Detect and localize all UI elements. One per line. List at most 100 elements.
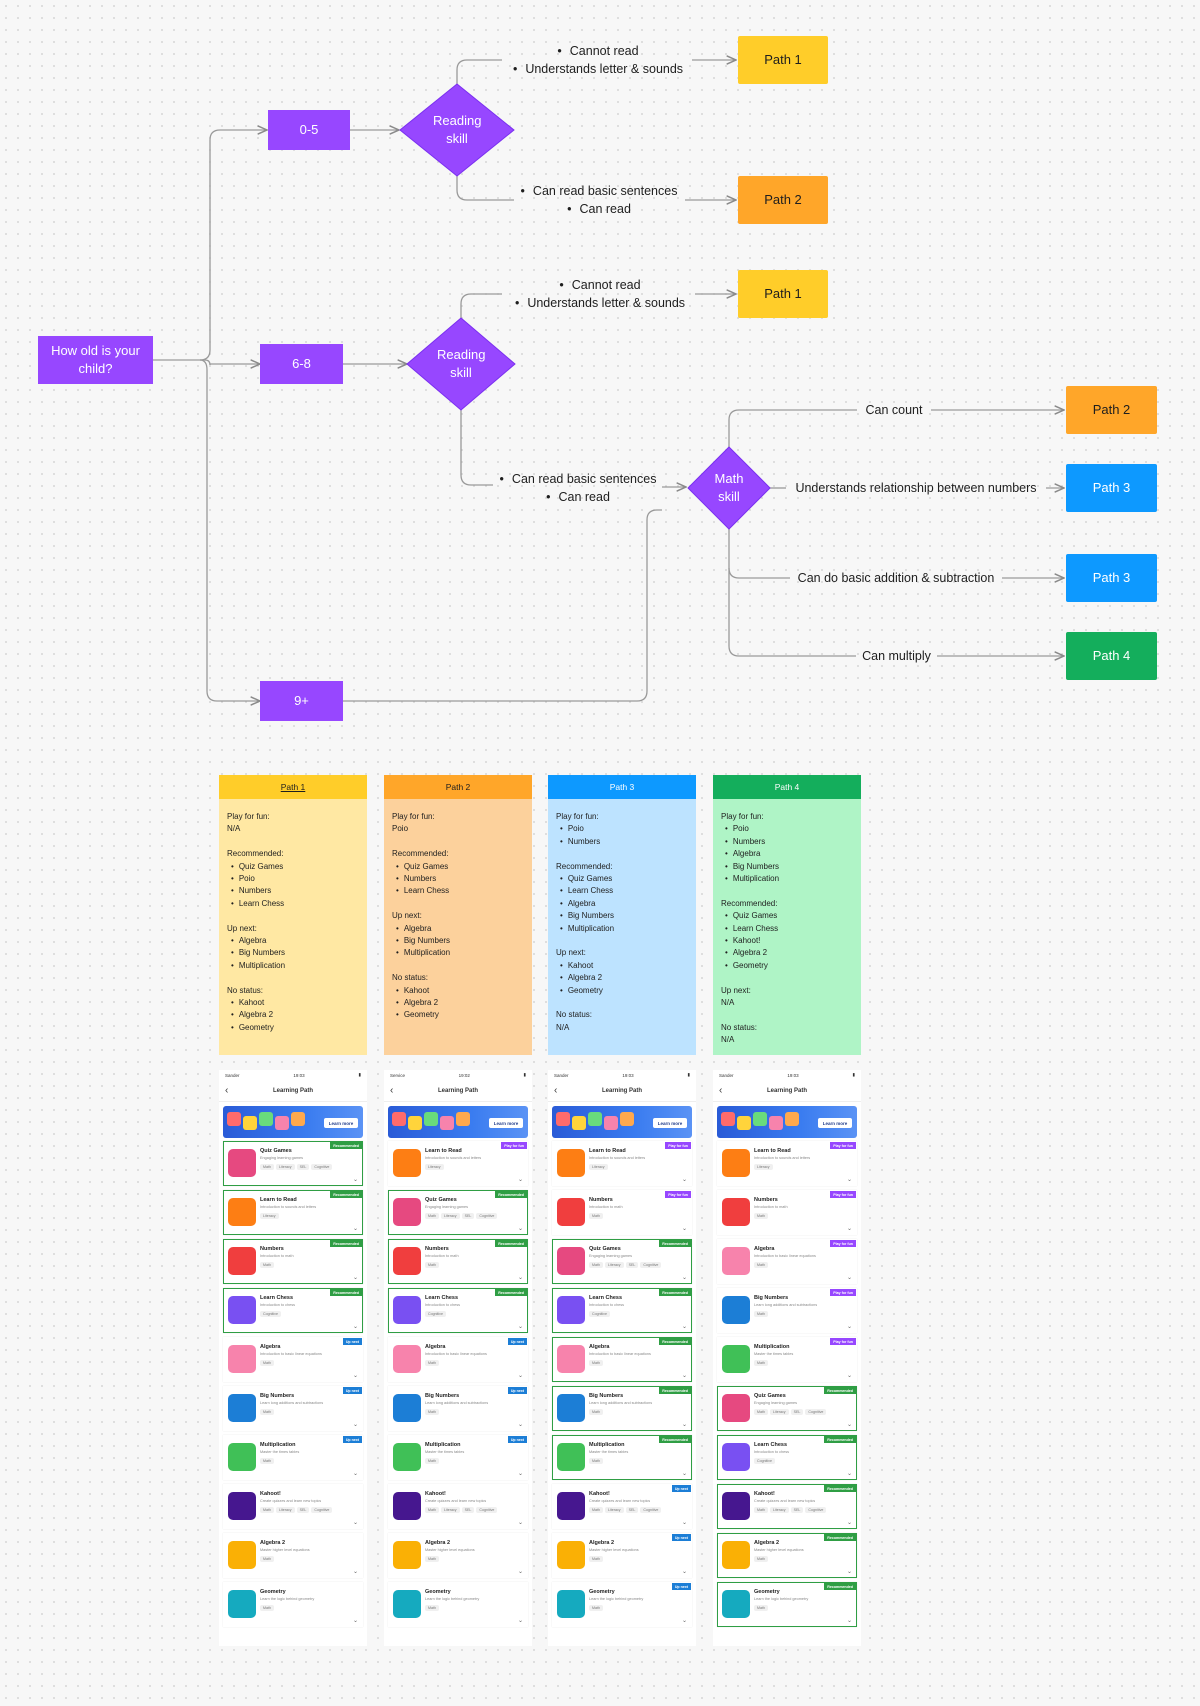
- chevron-down-icon[interactable]: ⌄: [846, 1569, 852, 1575]
- path-node-math-count: Path 2: [1066, 386, 1157, 434]
- chevron-down-icon[interactable]: ⌄: [846, 1226, 852, 1232]
- chevron-down-icon[interactable]: ⌄: [352, 1471, 358, 1477]
- chevron-down-icon[interactable]: ⌄: [517, 1324, 523, 1330]
- chevron-down-icon[interactable]: ⌄: [681, 1618, 687, 1624]
- chevron-down-icon[interactable]: ⌄: [517, 1520, 523, 1526]
- chevron-down-icon[interactable]: ⌄: [681, 1275, 687, 1281]
- learn-more-button[interactable]: Learn more: [489, 1118, 523, 1128]
- learn-more-button[interactable]: Learn more: [653, 1118, 687, 1128]
- chevron-down-icon[interactable]: ⌄: [517, 1569, 523, 1575]
- promo-banner[interactable]: Learn more: [388, 1106, 528, 1138]
- chevron-down-icon[interactable]: ⌄: [681, 1471, 687, 1477]
- chevron-down-icon[interactable]: ⌄: [352, 1324, 358, 1330]
- chevron-down-icon[interactable]: ⌄: [681, 1177, 687, 1183]
- chevron-down-icon[interactable]: ⌄: [517, 1226, 523, 1232]
- promo-banner[interactable]: Learn more: [223, 1106, 363, 1138]
- chevron-down-icon[interactable]: ⌄: [517, 1373, 523, 1379]
- chevron-down-icon[interactable]: ⌄: [681, 1373, 687, 1379]
- back-arrow-icon[interactable]: ‹: [554, 1085, 558, 1096]
- chevron-down-icon[interactable]: ⌄: [352, 1373, 358, 1379]
- chevron-down-icon[interactable]: ⌄: [846, 1471, 852, 1477]
- chevron-down-icon[interactable]: ⌄: [846, 1520, 852, 1526]
- chevron-down-icon[interactable]: ⌄: [517, 1618, 523, 1624]
- learn-more-button[interactable]: Learn more: [324, 1118, 358, 1128]
- chevron-down-icon[interactable]: ⌄: [352, 1275, 358, 1281]
- chevron-down-icon[interactable]: ⌄: [352, 1177, 358, 1183]
- back-arrow-icon[interactable]: ‹: [390, 1085, 394, 1096]
- chevron-down-icon[interactable]: ⌄: [846, 1324, 852, 1330]
- back-arrow-icon[interactable]: ‹: [719, 1085, 723, 1096]
- chevron-down-icon[interactable]: ⌄: [846, 1618, 852, 1624]
- chevron-down-icon[interactable]: ⌄: [681, 1422, 687, 1428]
- app-list-item[interactable]: Kahoot!Create quizzes and learn new topi…: [223, 1484, 363, 1529]
- chevron-down-icon[interactable]: ⌄: [352, 1422, 358, 1428]
- card-section-value: Poio: [392, 824, 409, 834]
- app-tags: Math: [260, 1360, 274, 1366]
- edge-reading2-bottom: [460, 410, 493, 486]
- chevron-down-icon[interactable]: ⌄: [352, 1520, 358, 1526]
- app-status-badge: Recommended: [495, 1191, 527, 1198]
- chevron-down-icon[interactable]: ⌄: [681, 1226, 687, 1232]
- chevron-down-icon[interactable]: ⌄: [846, 1422, 852, 1428]
- chevron-down-icon[interactable]: ⌄: [352, 1226, 358, 1232]
- chevron-down-icon[interactable]: ⌄: [517, 1177, 523, 1183]
- chevron-down-icon[interactable]: ⌄: [846, 1177, 852, 1183]
- chevron-down-icon[interactable]: ⌄: [681, 1569, 687, 1575]
- chevron-down-icon[interactable]: ⌄: [352, 1569, 358, 1575]
- app-name: Quiz Games: [589, 1246, 621, 1252]
- app-tags: Math: [260, 1605, 274, 1611]
- chevron-down-icon[interactable]: ⌄: [517, 1471, 523, 1477]
- chevron-down-icon[interactable]: ⌄: [846, 1373, 852, 1379]
- app-list-item[interactable]: Kahoot!Create quizzes and learn new topi…: [552, 1484, 692, 1529]
- chevron-down-icon[interactable]: ⌄: [517, 1422, 523, 1428]
- app-list-item[interactable]: Kahoot!Create quizzes and learn new topi…: [388, 1484, 528, 1529]
- chevron-down-icon[interactable]: ⌄: [352, 1618, 358, 1624]
- back-arrow-icon[interactable]: ‹: [225, 1085, 229, 1096]
- chevron-down-icon[interactable]: ⌄: [517, 1275, 523, 1281]
- learn-more-button[interactable]: Learn more: [818, 1118, 852, 1128]
- chevron-down-icon[interactable]: ⌄: [846, 1275, 852, 1281]
- app-list-item[interactable]: Kahoot!Create quizzes and learn new topi…: [717, 1484, 857, 1529]
- chevron-down-icon[interactable]: ⌄: [681, 1520, 687, 1526]
- chevron-down-icon[interactable]: ⌄: [681, 1324, 687, 1330]
- promo-banner[interactable]: Learn more: [552, 1106, 692, 1138]
- promo-banner[interactable]: Learn more: [717, 1106, 857, 1138]
